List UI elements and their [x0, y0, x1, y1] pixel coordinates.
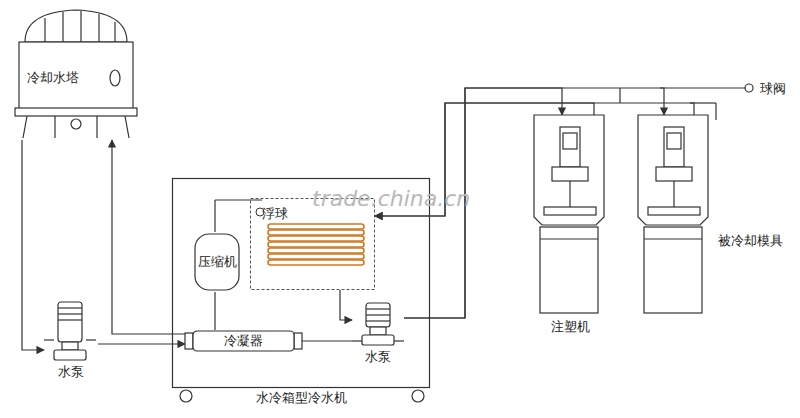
refrigerant-pipe [300, 340, 352, 341]
node-label: 注塑机 [530, 319, 610, 335]
shape-outline [530, 115, 610, 337]
supply-pipe [660, 87, 745, 88]
refrigerant-pipe [214, 292, 215, 330]
injection-machine: 注塑机 [530, 115, 610, 337]
node-label: 压缩机 [194, 254, 240, 270]
wheel [412, 390, 424, 402]
node-label: 水泵 [352, 349, 404, 365]
ball-valve [745, 84, 753, 92]
watermark: trade.china.cn [312, 186, 470, 211]
part-label: 球阀 [760, 80, 786, 98]
water-pump: 水泵 [352, 301, 404, 367]
water-tank: 浮球 [250, 198, 375, 290]
refrigerant-pipe [214, 200, 215, 232]
cooling-tower: 冷却水塔 [15, 8, 137, 140]
shape-outline [634, 115, 714, 319]
wheel [180, 390, 192, 402]
node-label: 被冷却模具 [718, 233, 798, 249]
return-pipe [715, 103, 716, 120]
water-pump: 水泵 [44, 300, 98, 384]
refrigerant-pipe [215, 199, 262, 200]
node-label: 冷却水塔 [27, 70, 149, 86]
condenser: 冷凝器 [185, 330, 302, 352]
bypass-pipe [619, 88, 620, 103]
water-pipe [22, 140, 44, 350]
node-label: 冷凝器 [185, 333, 302, 349]
water-pipe [340, 290, 352, 320]
water-pipe [112, 140, 185, 334]
compressor: 压缩机 [194, 230, 240, 292]
node-label: 水冷箱型冷水机 [172, 390, 430, 406]
injection-machine: 被冷却模具 [634, 115, 714, 319]
node-label: 水泵 [44, 364, 98, 380]
